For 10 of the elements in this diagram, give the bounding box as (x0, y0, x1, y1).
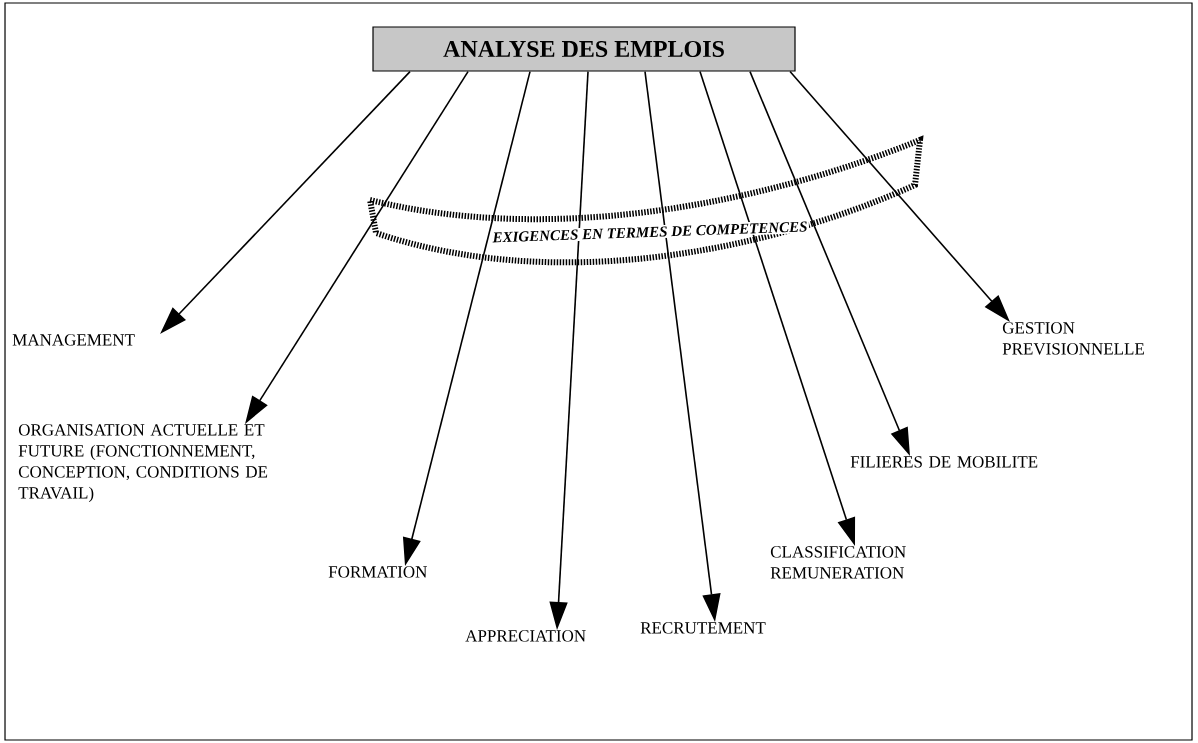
banner-text: EXIGENCES EN TERMES DE COMPETENCES (490, 219, 810, 245)
category-label: MANAGEMENT (12, 334, 135, 346)
category-label: CLASSIFICATION REMUNERATION (770, 546, 906, 579)
title-box: ANALYSE DES EMPLOIS (372, 26, 796, 72)
category-label: RECRUTEMENT (640, 622, 766, 634)
category-label: FILIERES DE MOBILITE (850, 456, 1038, 468)
category-label: APPRECIATION (465, 630, 586, 642)
category-label: GESTION PREVISIONNELLE (1002, 322, 1144, 355)
category-label: ORGANISATION ACTUELLE ET FUTURE (FONCTIONNEMENT, CONCEPTION, CONDITIONS DE TRAVAIL) (18, 424, 268, 503)
category-label: FORMATION (328, 566, 427, 578)
